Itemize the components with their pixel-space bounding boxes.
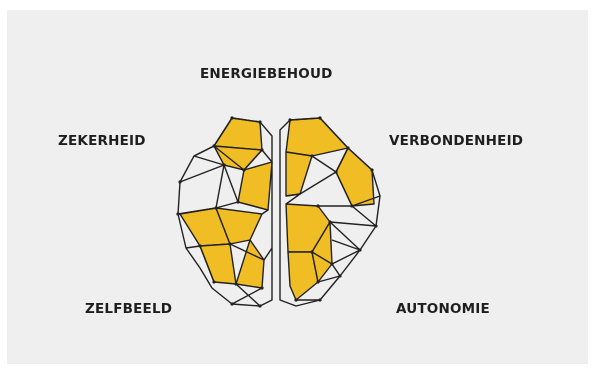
brain-mesh-line: [311, 251, 333, 265]
brain-mesh-line: [351, 195, 381, 207]
label-energiebehoud: ENERGIEBEHOUD: [200, 66, 333, 82]
brain-mesh-line: [329, 221, 361, 265]
brain-mesh-line: [299, 171, 353, 207]
brain-outline-left: [177, 117, 273, 307]
brain-mesh-line: [231, 287, 263, 305]
brain-mesh-line: [235, 283, 261, 307]
label-zelfbeeld: ZELFBEELD: [85, 301, 173, 317]
brain-mesh-line: [331, 239, 361, 251]
brain-facet: [335, 147, 375, 207]
brain-mesh-line: [285, 193, 301, 205]
label-zekerheid: ZEKERHEID: [58, 133, 146, 149]
brain-facet: [287, 251, 319, 301]
brain-mesh-line: [177, 164, 225, 215]
brain-mesh-line: [229, 243, 273, 261]
label-verbondenheid: VERBONDENHEID: [389, 133, 524, 149]
brain-mesh-line: [193, 145, 245, 171]
brain-facet: [285, 117, 349, 157]
brain-facet: [235, 239, 265, 289]
brain-mesh-line: [237, 201, 269, 215]
brain-mesh-line: [329, 205, 377, 227]
label-autonomie: AUTONOMIE: [396, 301, 490, 317]
